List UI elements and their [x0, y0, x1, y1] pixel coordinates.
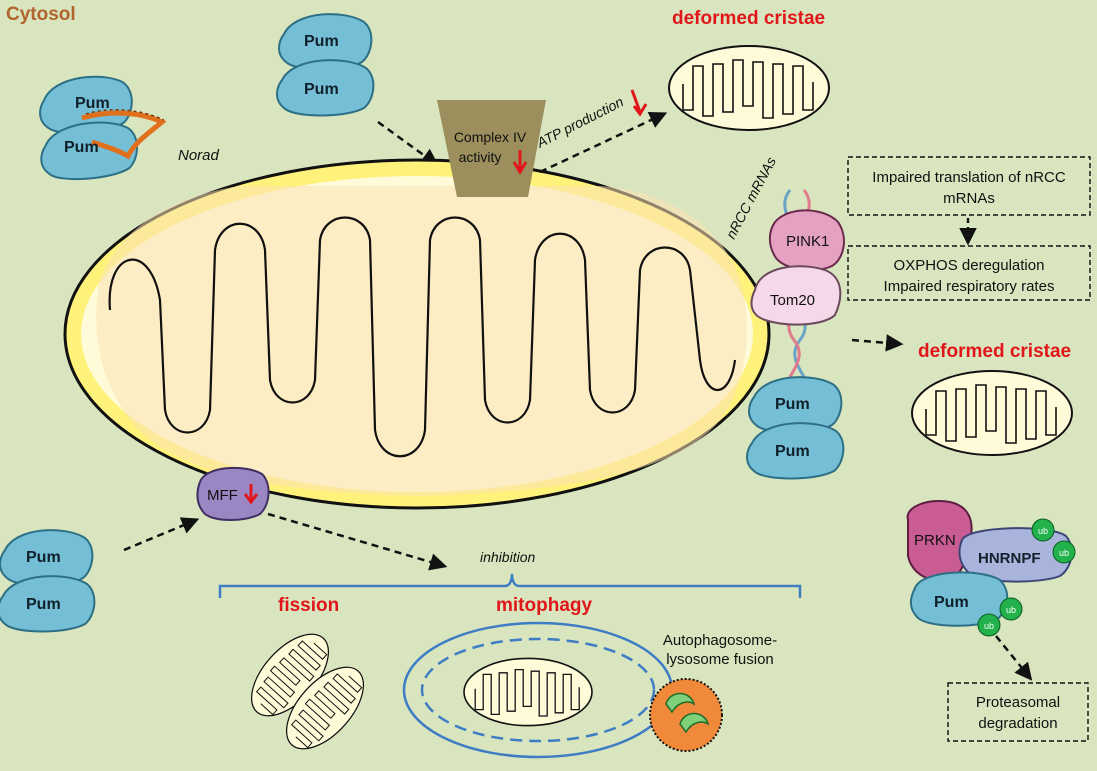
box-proteasomal: Proteasomal degradation: [947, 682, 1089, 742]
arrow-pum-to-complex-iv: [377, 120, 439, 167]
main-mitochondrion: [63, 158, 771, 510]
complex-iv-label-1: Complex IV: [454, 129, 527, 145]
pum-label-right-1: Pum: [775, 396, 810, 413]
prkn-hnrnpf-complex: PRKN HNRNPF Pum ub ub ub ub: [906, 500, 1076, 637]
pum-pair-norad: Pum Pum Norad: [34, 72, 220, 183]
main-cristae: [108, 216, 737, 458]
impaired-translation-line2: mRNAs: [943, 190, 995, 207]
pink1-label: PINK1: [786, 233, 829, 250]
mff-protein: MFF: [196, 466, 270, 521]
svg-text:ub: ub: [1038, 526, 1048, 536]
oxphos-line1: OXPHOS deregulation: [894, 257, 1045, 274]
inhibition-label: inhibition: [480, 549, 535, 565]
pum-pair-top: Pum Pum: [276, 13, 375, 117]
complex-iv: Complex IV activity: [437, 100, 546, 197]
prkn-label: PRKN: [914, 532, 956, 549]
arrow-to-proteasomal: [995, 635, 1033, 681]
ub-tag-4: ub: [977, 613, 1001, 637]
pum-label-right-2: Pum: [775, 443, 810, 460]
mitophagy-label: mitophagy: [496, 595, 592, 616]
pum-pair-bottom-left: Pum Pum: [0, 529, 96, 633]
lysosome: [649, 678, 723, 752]
arrow-mff-to-inhibition: [267, 512, 448, 571]
autophagosome: [402, 621, 674, 759]
pink1-protein: PINK1: [768, 209, 845, 272]
pum-label-complex: Pum: [934, 594, 969, 611]
down-arrow-mff: [243, 484, 259, 505]
svg-text:ub: ub: [984, 621, 994, 631]
atp-production-label: ATP production: [533, 93, 626, 151]
proteasomal-line2: degradation: [978, 715, 1057, 732]
deformed-cristae-label-right: deformed cristae: [918, 341, 1071, 362]
down-arrow-complex-iv: [512, 150, 528, 175]
deformed-cristae-label-top: deformed cristae: [672, 8, 825, 29]
complex-iv-label-2: activity: [459, 149, 502, 165]
autophagosome-label-1: Autophagosome-: [663, 632, 777, 649]
tom20-label: Tom20: [770, 292, 815, 309]
norad-rna: [81, 110, 167, 160]
autophagosome-label-2: lysosome fusion: [666, 651, 774, 668]
pum-label-norad-bottom: Pum: [64, 139, 99, 156]
pum-label-bl-2: Pum: [26, 596, 61, 613]
hnrnpf-label: HNRNPF: [978, 550, 1041, 567]
deformed-mito-right: [911, 370, 1073, 456]
ub-tag-3: ub: [999, 597, 1023, 621]
pum-pair-right: Pum Pum: [746, 376, 845, 480]
norad-label: Norad: [178, 147, 220, 164]
nrcc-mrnas-label: nRCC mRNAs: [723, 154, 779, 241]
tom20-protein: Tom20: [750, 265, 842, 326]
mff-label: MFF: [207, 487, 238, 504]
deformed-mito-top: [668, 45, 830, 131]
pum-label-top-2: Pum: [304, 81, 339, 98]
oxphos-line2: Impaired respiratory rates: [884, 278, 1055, 295]
proteasomal-line1: Proteasomal: [976, 694, 1060, 711]
down-arrow-atp: [630, 89, 648, 117]
pum-label-top-1: Pum: [304, 33, 339, 50]
pum-label-norad-top: Pum: [75, 95, 110, 112]
cytosol-label: Cytosol: [6, 4, 76, 25]
box-oxphos: OXPHOS deregulation Impaired respiratory…: [847, 245, 1091, 301]
arrow-atp-to-cristae: [539, 112, 668, 174]
pum-label-bl-1: Pum: [26, 549, 61, 566]
inhibition-bracket: [218, 573, 802, 598]
box-impaired-translation: Impaired translation of nRCC mRNAs: [847, 156, 1091, 216]
fission-label: fission: [278, 595, 339, 616]
ub-tag-1: ub: [1031, 518, 1055, 542]
svg-text:ub: ub: [1006, 605, 1016, 615]
impaired-translation-line1: Impaired translation of nRCC: [872, 169, 1066, 186]
arrow-pum-to-mff: [123, 517, 200, 552]
arrow-to-deformed-cristae-right: [851, 334, 904, 352]
ub-tag-2: ub: [1052, 540, 1076, 564]
svg-text:ub: ub: [1059, 548, 1069, 558]
